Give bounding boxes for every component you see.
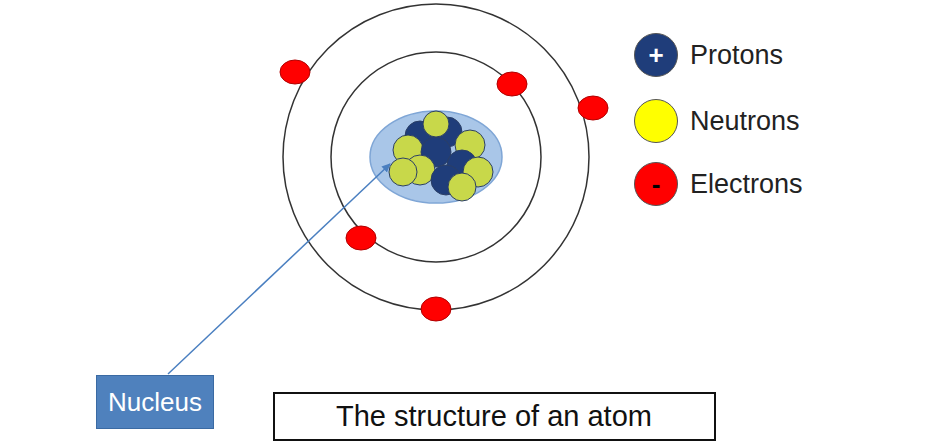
legend-swatch xyxy=(634,99,678,143)
inner-orbit xyxy=(331,52,541,262)
nucleus-particles xyxy=(389,111,493,201)
legend-label: Electrons xyxy=(690,169,803,200)
label-box: Nucleus xyxy=(96,375,214,429)
leader-arrow xyxy=(168,164,390,374)
caption-box: The structure of an atom xyxy=(273,392,716,441)
box-label: Nucleus xyxy=(108,387,202,418)
legend-label: Protons xyxy=(690,40,783,71)
charge-sign: + xyxy=(648,40,663,71)
charge-sign: - xyxy=(652,169,661,200)
outer-orbit xyxy=(283,4,589,310)
legend-label: Neutrons xyxy=(690,106,800,137)
nucleus-ellipse xyxy=(370,111,502,203)
electrons xyxy=(280,60,608,321)
